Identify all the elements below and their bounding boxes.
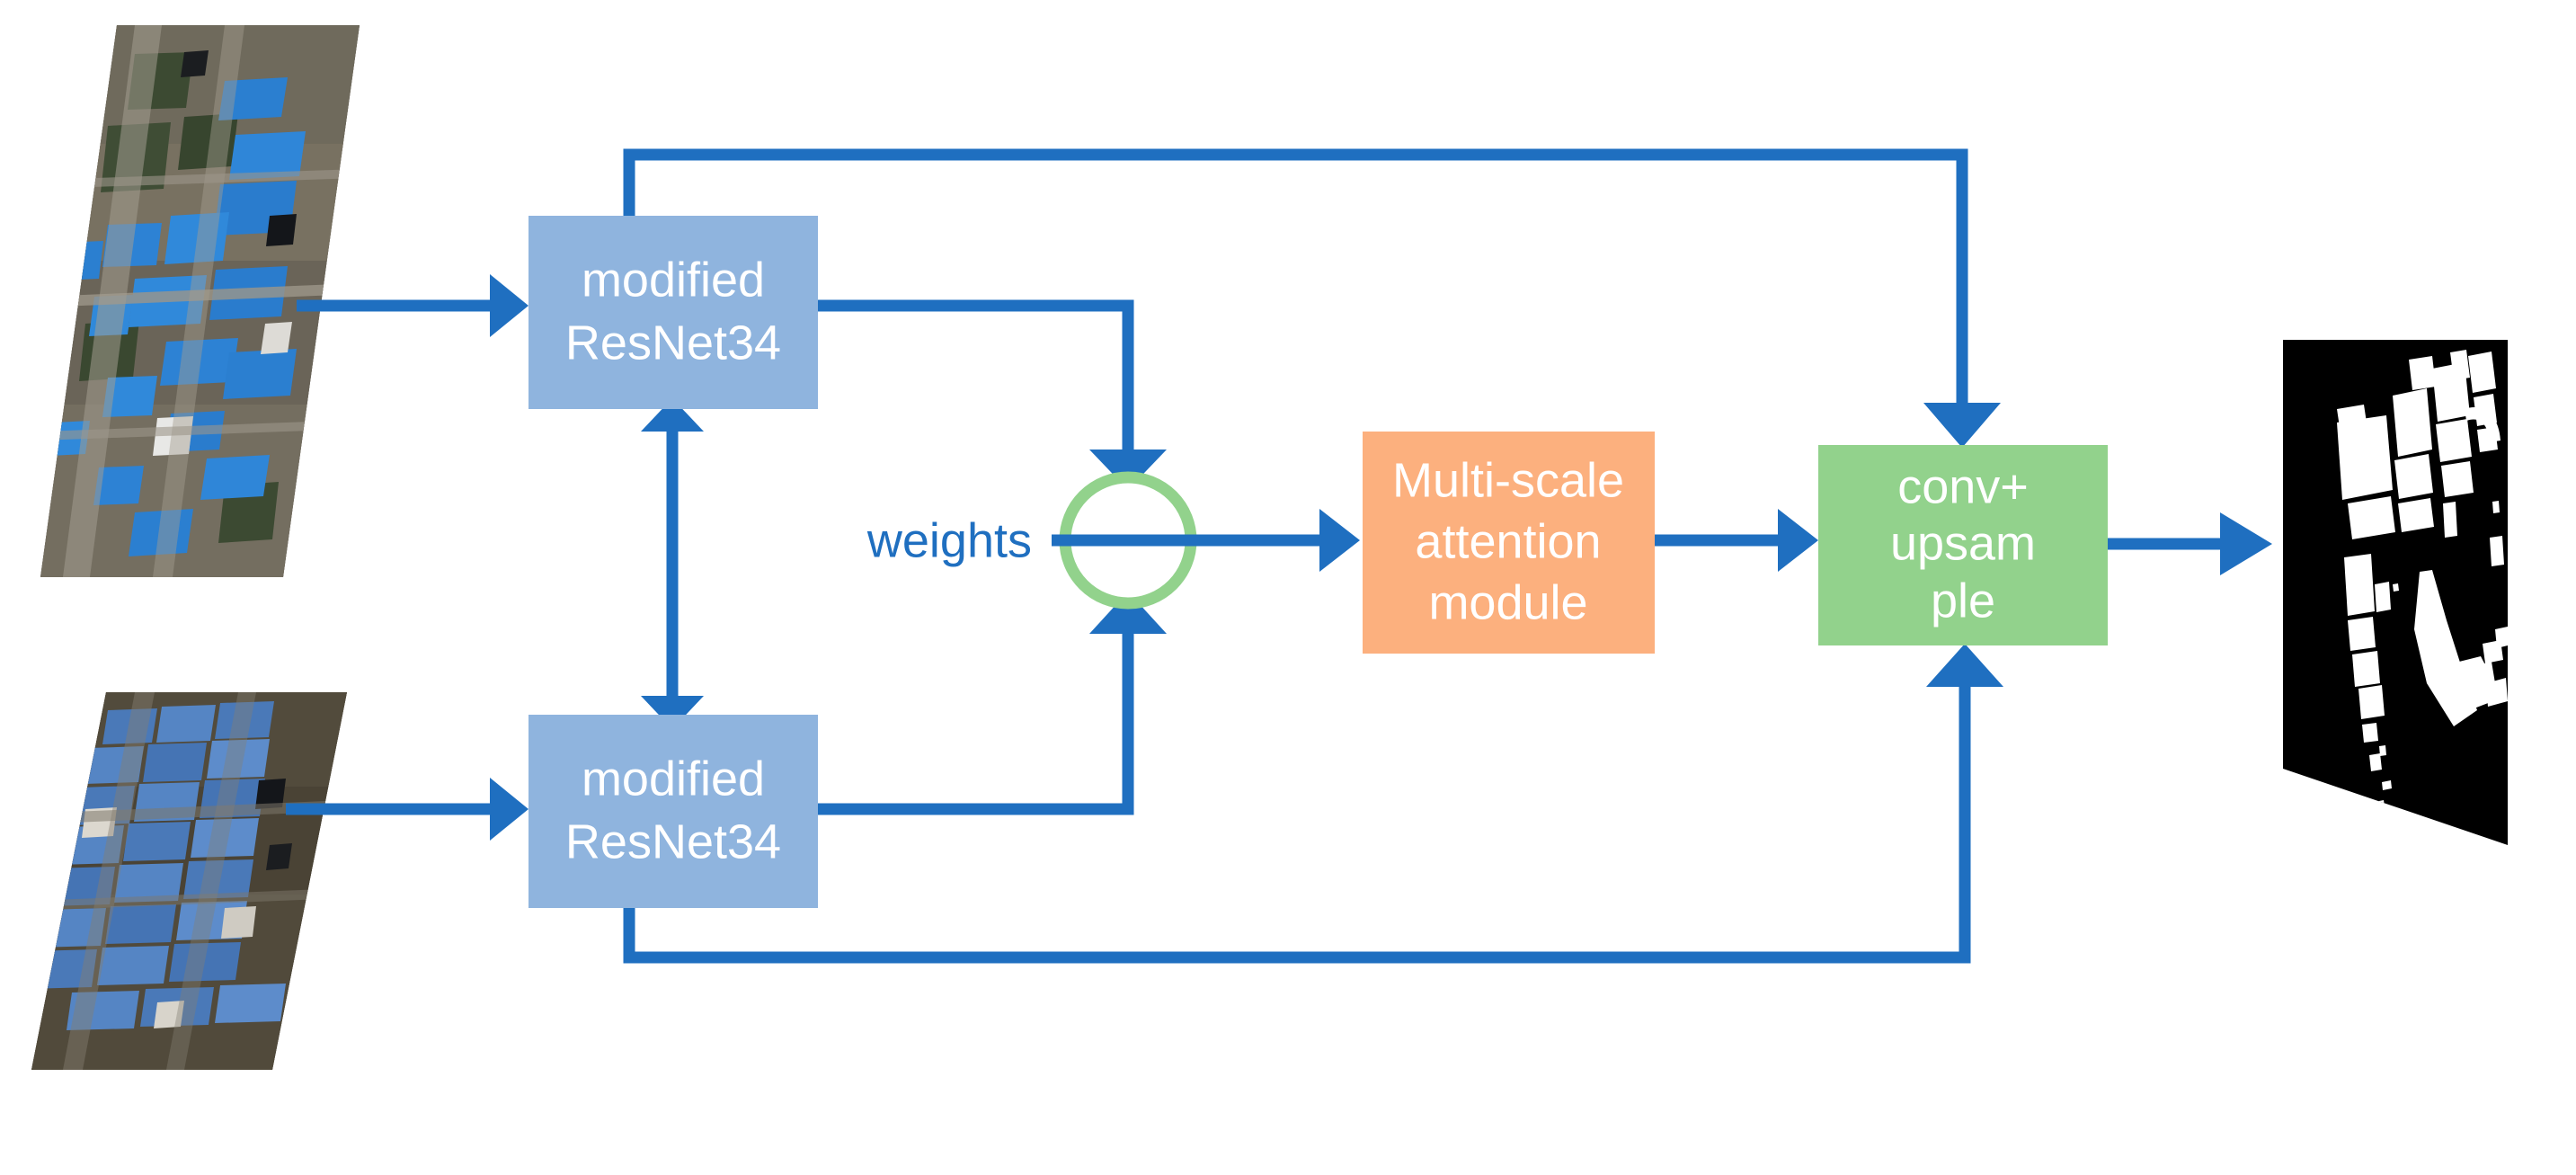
edge-t1-to-encoder-top [297, 274, 529, 337]
edge-fusion-to-attention [1195, 509, 1360, 572]
fusion-sum-node [1052, 471, 1204, 610]
edge-skip-bottom [623, 644, 2003, 964]
encoder-bottom-label-line2: ResNet34 [565, 814, 781, 868]
weights-label: weights [866, 513, 1032, 567]
encoder-top-label-line1: modified [582, 253, 765, 307]
output-change-mask [2283, 340, 2508, 845]
decoder-label-line2: upsam [1890, 516, 2036, 570]
edge-skip-top [623, 148, 2001, 448]
encoder-bottom-label-line1: modified [582, 752, 765, 806]
edge-attention-to-decoder [1655, 509, 1818, 572]
edge-encoder-bottom-to-fusion [818, 592, 1167, 815]
encoder-top-label-line2: ResNet34 [565, 316, 781, 369]
attention-label-line3: module [1428, 575, 1587, 629]
attention-label-line2: attention [1415, 514, 1601, 568]
conv-upsample-block[interactable]: conv+ upsam ple [1818, 445, 2108, 645]
edge-encoder-top-to-fusion [818, 299, 1167, 490]
attention-label-line1: Multi-scale [1392, 453, 1624, 507]
input-image-t2 [31, 692, 347, 1070]
edge-decoder-to-output [2108, 512, 2272, 575]
decoder-label-line3: ple [1931, 574, 1995, 628]
encoder-top[interactable]: modified ResNet34 [529, 216, 818, 409]
edge-t2-to-encoder-bottom [286, 778, 529, 841]
encoder-bottom[interactable]: modified ResNet34 [529, 715, 818, 908]
decoder-label-line1: conv+ [1897, 459, 2029, 513]
multi-scale-attention-module[interactable]: Multi-scale attention module [1363, 432, 1655, 654]
edge-shared-weights [641, 398, 704, 729]
